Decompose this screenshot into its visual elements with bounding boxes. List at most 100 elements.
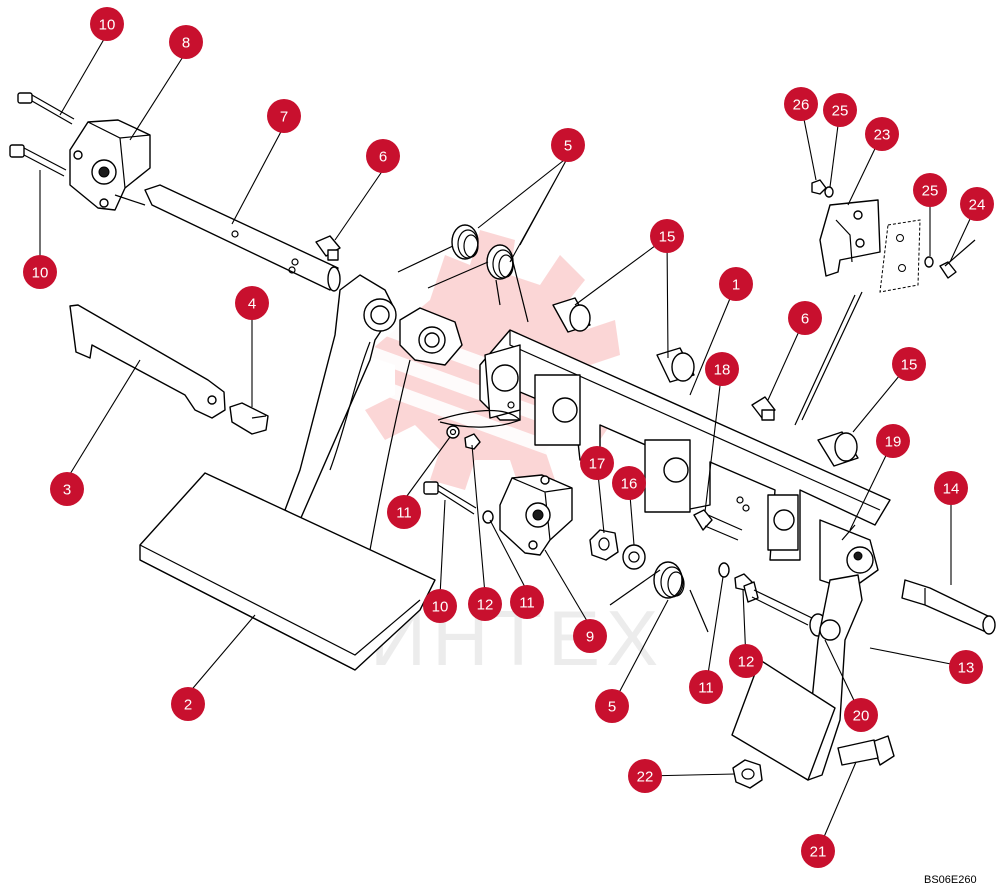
callout-17: 17 [580,446,614,480]
parts-drawing [9,92,996,789]
bushing-part-15-middle [656,347,695,383]
shaft-part-7 [114,184,341,292]
callout-circle [801,834,835,868]
callout-10: 10 [23,255,57,289]
callout-circle [949,650,983,684]
reference-code: BS06E260 [924,874,977,886]
washer-part-25-upper [824,186,834,198]
callout-number: 21 [810,844,827,861]
callout-number: 7 [280,109,288,126]
callout-circle [23,255,57,289]
callout-20: 20 [844,698,878,732]
callout-number: 26 [793,97,810,114]
callout-number: 10 [32,265,49,282]
callout-4: 4 [235,286,269,320]
callout-5: 5 [595,689,629,723]
washer-part-25-right [924,256,934,268]
callout-number: 13 [958,660,975,677]
callout-circle [366,139,400,173]
bolt-part-10-lower [9,144,67,177]
callout-22: 22 [628,759,662,793]
callout-number: 19 [885,434,902,451]
callout-circle [580,446,614,480]
nut-part-22 [732,759,763,789]
lever-part-3 [69,304,226,419]
grease-fitting-part-6-right [751,396,776,421]
washer-part-16 [622,544,646,570]
callout-circle [788,301,822,335]
pedal-arm [284,274,463,551]
callout-circle [650,219,684,253]
frame-part-1 [479,329,891,591]
callout-21: 21 [801,834,835,868]
pedal-pad-part-2 [139,472,436,671]
nut-part-17 [589,529,619,561]
callout-18: 18 [705,352,739,386]
callout-number: 11 [396,505,412,522]
callout-11: 11 [387,495,421,529]
callout-8: 8 [169,25,203,59]
bolt-part-21 [837,735,895,766]
callout-number: 6 [379,149,387,166]
callout-circle [876,424,910,458]
callout-circle [468,587,502,621]
callout-15: 15 [650,219,684,253]
bushing-part-15-upper [552,297,591,333]
callout-circle [551,128,585,162]
callout-number: 24 [969,197,986,214]
callout-circle [50,472,84,506]
callout-12: 12 [468,587,502,621]
callout-number: 5 [608,699,616,716]
callout-circle [844,698,878,732]
callout-circle [628,759,662,793]
callout-number: 22 [637,769,654,786]
callout-circle [705,352,739,386]
callout-number: 10 [432,599,449,616]
callout-number: 16 [621,476,638,493]
callout-24: 24 [960,187,994,221]
bracket-block-part-8 [69,119,151,211]
callout-6: 6 [366,139,400,173]
callout-11: 11 [689,670,723,704]
callout-6: 6 [788,301,822,335]
bolt-part-10-middle [423,481,477,515]
callout-circle [612,466,646,500]
callout-19: 19 [876,424,910,458]
callout-number: 15 [901,357,918,374]
nut-part-26 [811,179,827,195]
callout-10: 10 [423,589,457,623]
grease-fitting-part-6-upper [315,235,341,261]
callout-circle [934,471,968,505]
callout-circle [823,93,857,127]
callout-13: 13 [949,650,983,684]
callout-25: 25 [823,93,857,127]
spring-part-5-upper [397,224,529,323]
callout-number: 14 [943,481,960,498]
callout-number: 11 [698,680,714,697]
callout-number: 8 [182,35,190,52]
callout-number: 3 [63,482,71,499]
callout-number: 23 [874,127,891,144]
callout-circle [719,267,753,301]
callout-number: 4 [248,296,256,313]
washer-part-11-upper [446,425,460,439]
washer-part-11-middle [482,510,494,524]
callout-number: 25 [832,103,849,120]
bracket-plate-part-23 [819,199,881,277]
callout-circle [729,644,763,678]
callout-number: 18 [714,362,731,379]
callout-circle [90,7,124,41]
callout-circle [267,99,301,133]
callout-number: 9 [586,629,594,646]
callout-14: 14 [934,471,968,505]
callout-circle [235,286,269,320]
pad-plate-part-13 [731,659,836,781]
callout-circle [387,495,421,529]
callout-26: 26 [784,87,818,121]
callout-number: 25 [922,183,939,200]
callout-3: 3 [50,472,84,506]
callout-circle [865,117,899,151]
callout-number: 10 [99,17,116,34]
